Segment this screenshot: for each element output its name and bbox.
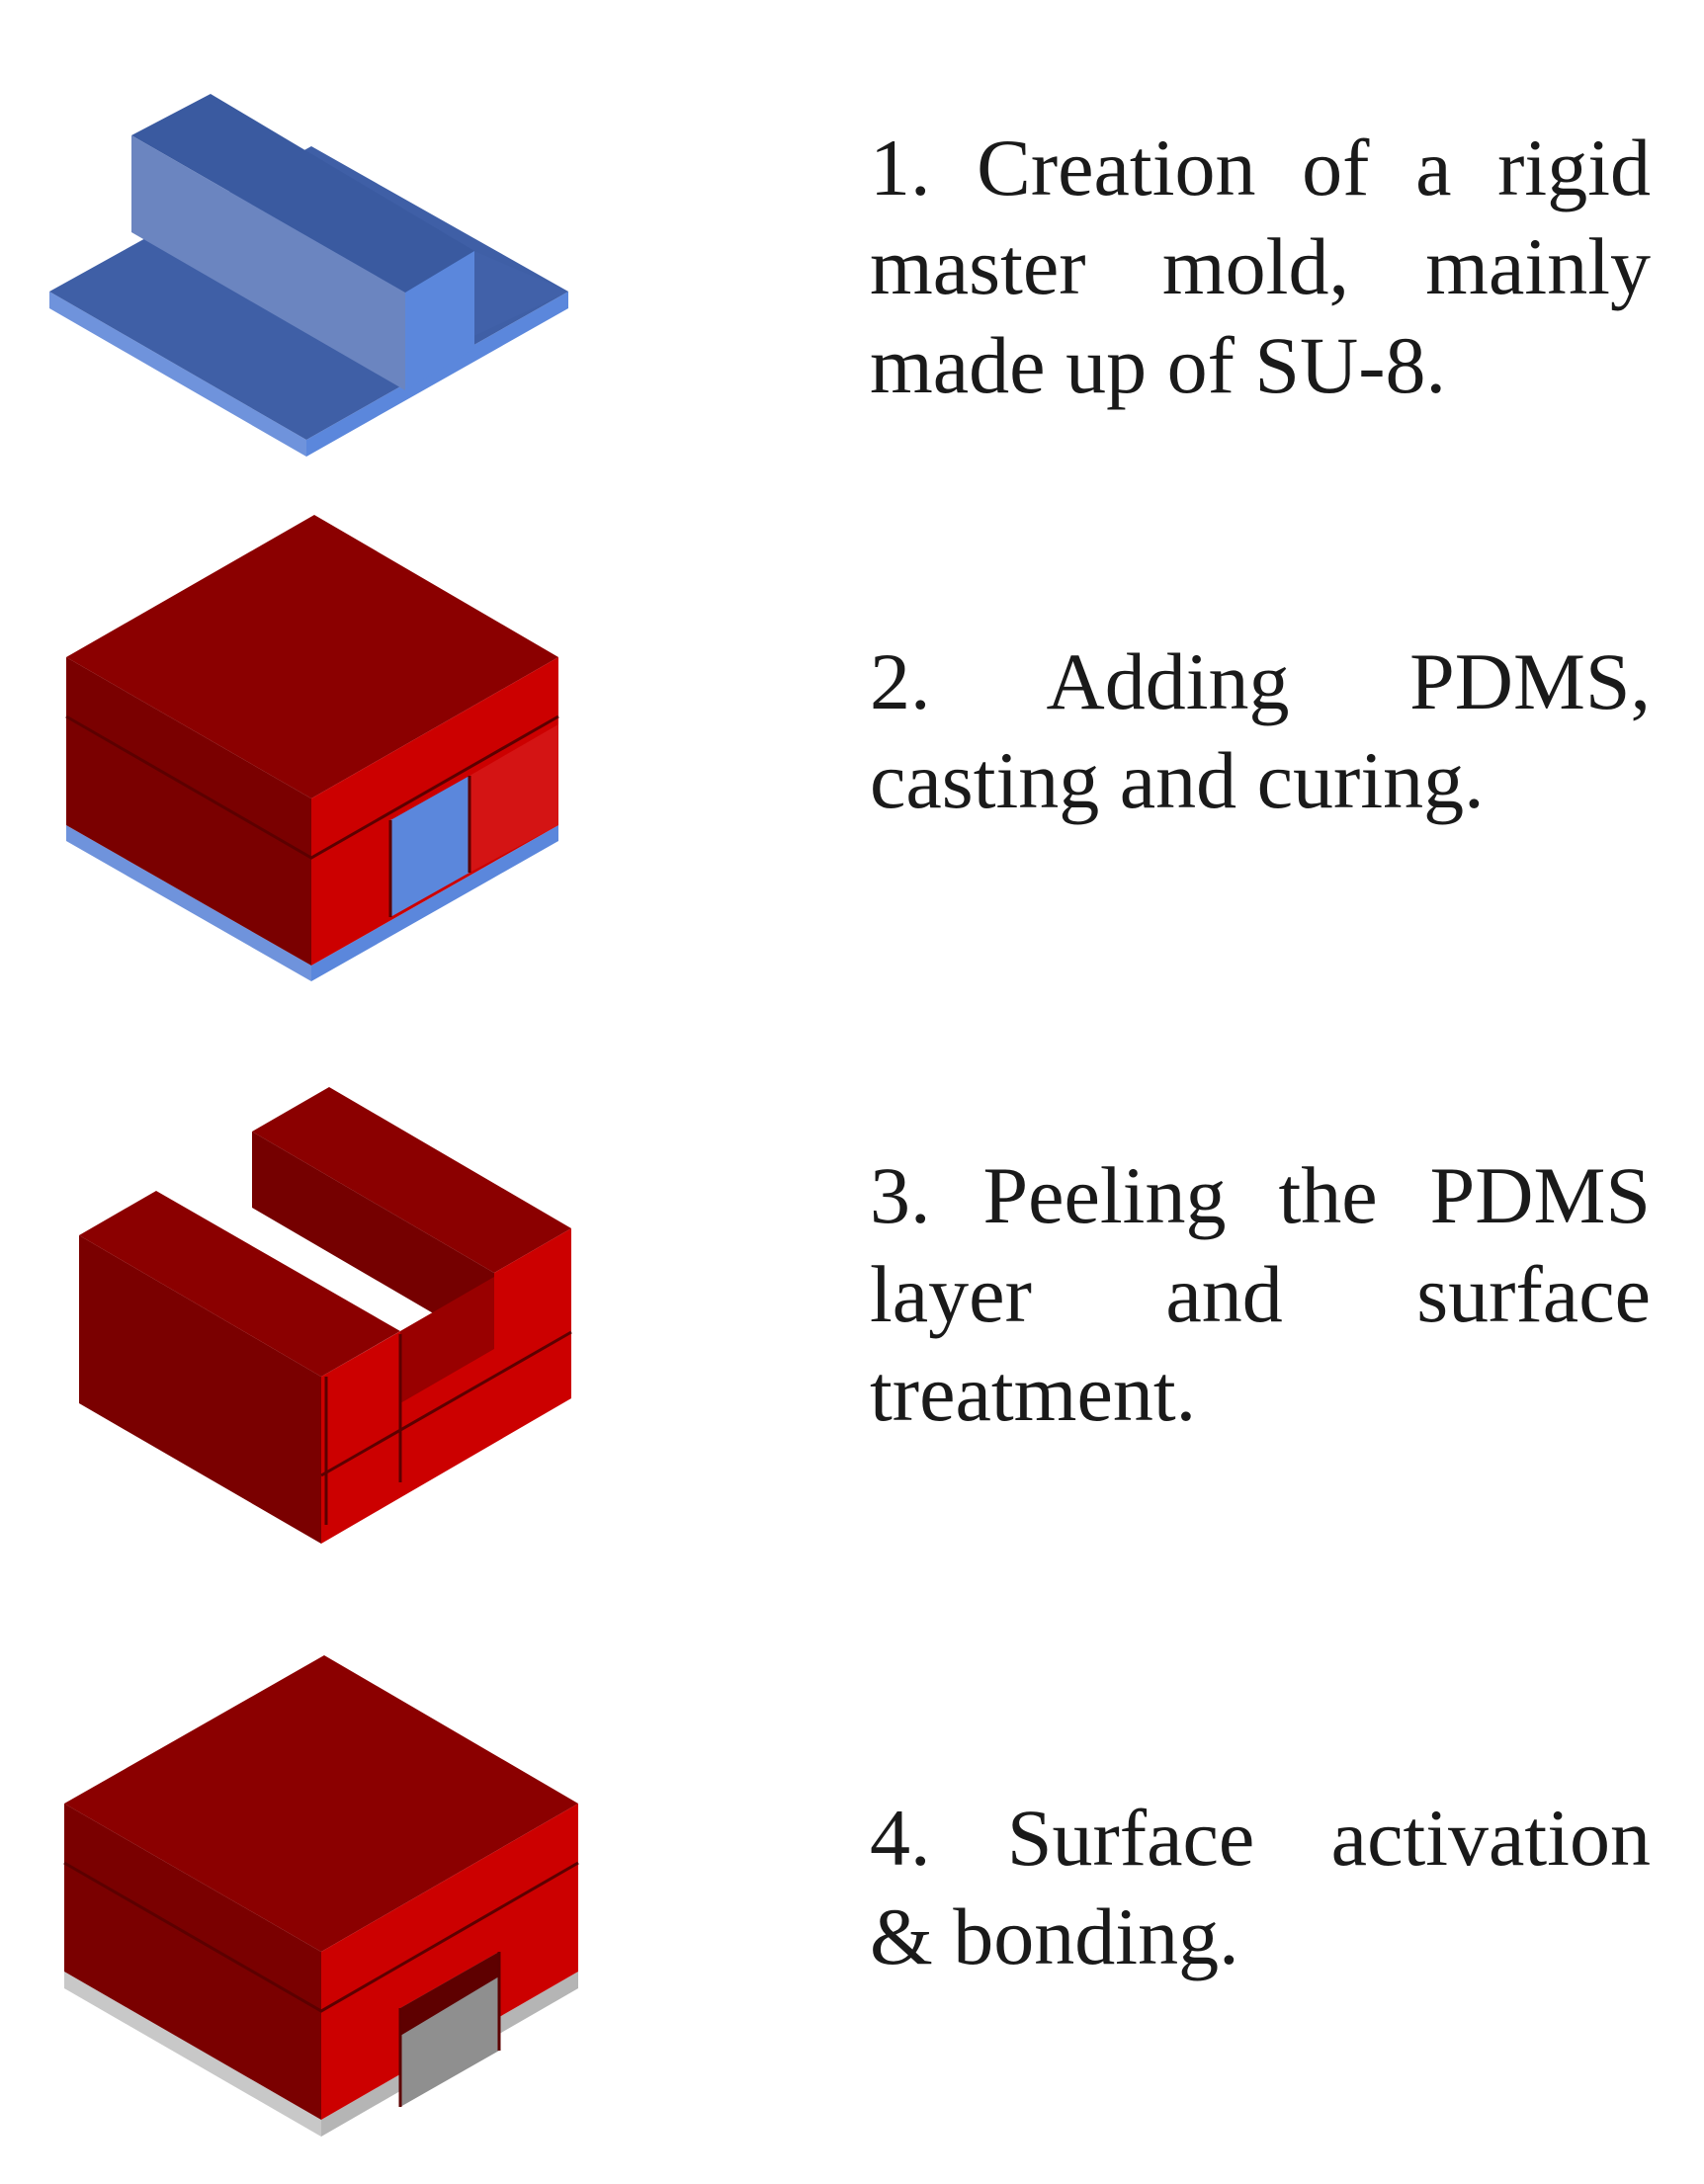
pdms-peeled-icon (79, 1087, 572, 1544)
step-4-line-2: & bonding. (870, 1891, 1239, 1981)
step-3-line-1: 3. Peeling the PDMS (870, 1150, 1651, 1240)
step-1-line-3: made up of SU-8. (870, 320, 1447, 410)
bonded-device-icon (63, 1655, 579, 2137)
master-mold-icon (49, 94, 568, 457)
step-3-line-3: treatment. (870, 1348, 1197, 1438)
step-4-caption: 4. Surface activation & bonding. (870, 1789, 1651, 1986)
step-1-line-2: master mold, mainly (870, 221, 1651, 311)
step-4-figure (0, 1650, 633, 2184)
step-3-figure (0, 1087, 633, 1621)
step-3-line-2: layer and surface (870, 1249, 1651, 1339)
step-2-caption: 2. Adding PDMS, casting and curing. (870, 632, 1651, 830)
step-4-line-1: 4. Surface activation (870, 1793, 1651, 1883)
step-1-figure (0, 40, 633, 573)
step-3-caption: 3. Peeling the PDMS layer and surface tr… (870, 1146, 1651, 1443)
step-2-line-1: 2. Adding PDMS, (870, 636, 1651, 726)
step-1-line-1: 1. Creation of a rigid (870, 123, 1651, 212)
step-1-caption: 1. Creation of a rigid master mold, main… (870, 119, 1651, 415)
step-2-line-2: casting and curing. (870, 735, 1485, 825)
pdms-casting-icon (65, 515, 559, 981)
step-2-figure (0, 509, 633, 1043)
